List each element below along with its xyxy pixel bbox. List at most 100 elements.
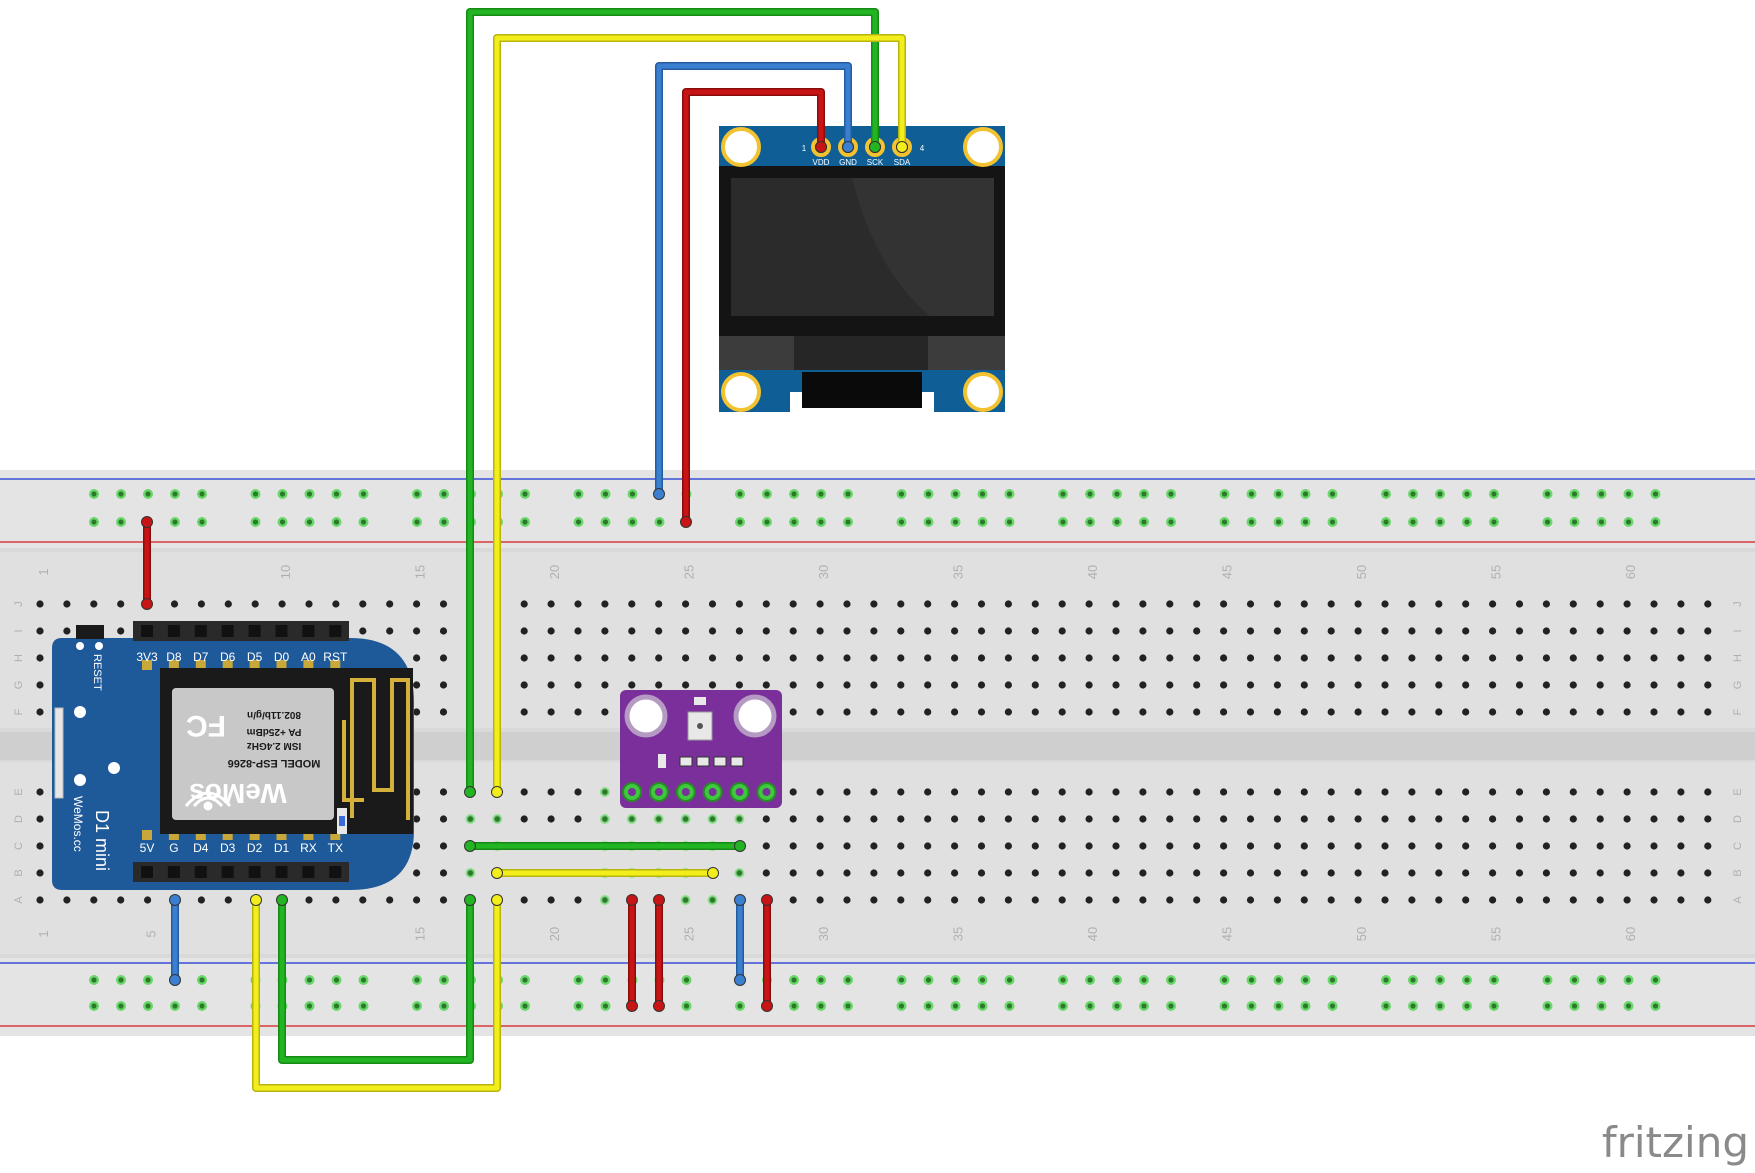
rail-hole-center: [1302, 519, 1309, 525]
column-number: 40: [1085, 565, 1100, 579]
terminal-hole: [1462, 654, 1470, 662]
terminal-hole: [1381, 681, 1389, 689]
terminal-hole: [843, 896, 851, 904]
terminal-hole: [1085, 708, 1093, 716]
d1-bottom-pin-label: 5V: [140, 841, 155, 855]
terminal-hole: [1381, 815, 1389, 823]
header-pin: [141, 625, 153, 637]
terminal-hole: [897, 869, 905, 877]
terminal-hole: [1112, 627, 1120, 635]
terminal-hole: [1139, 788, 1147, 796]
connected-hole-center: [683, 897, 689, 903]
terminal-hole: [924, 708, 932, 716]
wire-end: [169, 894, 181, 906]
terminal-hole: [1408, 708, 1416, 716]
terminal-hole: [1435, 600, 1443, 608]
terminal-hole: [1542, 788, 1550, 796]
rail-hole-center: [1141, 977, 1147, 983]
header-pin: [275, 866, 288, 878]
connected-hole-center: [467, 870, 473, 876]
terminal-hole: [1515, 654, 1524, 662]
terminal-hole: [1166, 681, 1174, 689]
terminal-hole: [977, 869, 986, 877]
rail-hole-center: [656, 519, 663, 525]
rail-hole-center: [441, 519, 447, 525]
wire-end: [653, 1000, 665, 1012]
rail-hole-center: [1168, 1003, 1174, 1009]
terminal-hole: [735, 681, 744, 689]
wire-end: [734, 894, 746, 906]
row-letter: E: [1732, 788, 1744, 795]
terminal-hole: [1273, 654, 1281, 662]
oled-display: 1 4 VDD GND SCK SDA: [719, 126, 1005, 412]
terminal-hole: [439, 627, 448, 635]
terminal-hole: [547, 896, 555, 904]
terminal-hole: [708, 627, 717, 635]
terminal-hole: [1166, 788, 1174, 796]
terminal-hole: [1569, 815, 1577, 823]
terminal-hole: [1623, 654, 1631, 662]
terminal-hole: [1273, 869, 1281, 877]
terminal-hole: [63, 896, 71, 904]
wire-end: [734, 974, 746, 986]
oled-mount-hole: [963, 372, 1003, 412]
terminal-hole: [762, 600, 770, 608]
pad: [276, 660, 287, 670]
terminal-hole: [1004, 788, 1013, 796]
terminal-hole: [305, 600, 313, 608]
rail-hole-center: [522, 1003, 528, 1009]
terminal-hole: [1677, 869, 1685, 877]
terminal-hole: [1515, 600, 1524, 608]
connected-hole-center: [736, 870, 743, 876]
terminal-hole: [924, 600, 932, 608]
terminal-hole: [547, 788, 555, 796]
connected-hole-center: [494, 816, 500, 822]
terminal-hole: [1193, 788, 1201, 796]
terminal-hole: [1542, 896, 1550, 904]
terminal-hole: [1085, 600, 1093, 608]
terminal-hole: [1220, 869, 1228, 877]
rail-hole-center: [979, 491, 986, 497]
d1-hole: [74, 774, 86, 786]
rail-hole-center: [522, 519, 528, 525]
d1-top-pin-label: D7: [193, 650, 209, 664]
wire-end: [464, 840, 476, 852]
terminal-hole: [977, 815, 986, 823]
rail-hole-center: [791, 519, 797, 525]
terminal-hole: [1246, 869, 1255, 877]
shield-model: MODEL ESP-8266: [228, 757, 321, 769]
terminal-hole: [1246, 654, 1255, 662]
column-number: 30: [816, 927, 831, 941]
rail-hole-center: [522, 977, 528, 983]
column-number: 60: [1623, 927, 1638, 941]
terminal-hole: [1058, 869, 1066, 877]
terminal-hole: [1569, 708, 1577, 716]
terminal-hole: [1650, 788, 1658, 796]
terminal-hole: [1542, 681, 1550, 689]
column-number: 35: [951, 565, 966, 579]
d1-hole: [108, 762, 120, 774]
terminal-hole: [1435, 788, 1443, 796]
terminal-hole: [1650, 681, 1658, 689]
bme280-resistor: [694, 697, 706, 705]
terminal-hole: [1623, 708, 1631, 716]
d1-top-pin-label: D6: [220, 650, 236, 664]
row-letter: B: [13, 869, 25, 876]
terminal-hole: [1031, 869, 1039, 877]
terminal-hole: [977, 627, 986, 635]
rail-hole-center: [1625, 491, 1632, 497]
terminal-hole: [1031, 842, 1039, 850]
terminal-hole: [897, 815, 905, 823]
rail-hole-center: [1248, 491, 1255, 497]
terminal-hole: [1246, 788, 1255, 796]
rail-hole-center: [199, 1003, 205, 1009]
terminal-hole: [843, 627, 851, 635]
rail-hole-center: [360, 491, 367, 497]
terminal-hole: [897, 896, 905, 904]
row-letter: G: [1732, 681, 1744, 690]
bme280-pin-center: [762, 788, 771, 796]
terminal-hole: [1139, 600, 1147, 608]
wire-end: [141, 516, 153, 528]
rail-hole-center: [1087, 491, 1093, 497]
terminal-hole: [1031, 600, 1039, 608]
